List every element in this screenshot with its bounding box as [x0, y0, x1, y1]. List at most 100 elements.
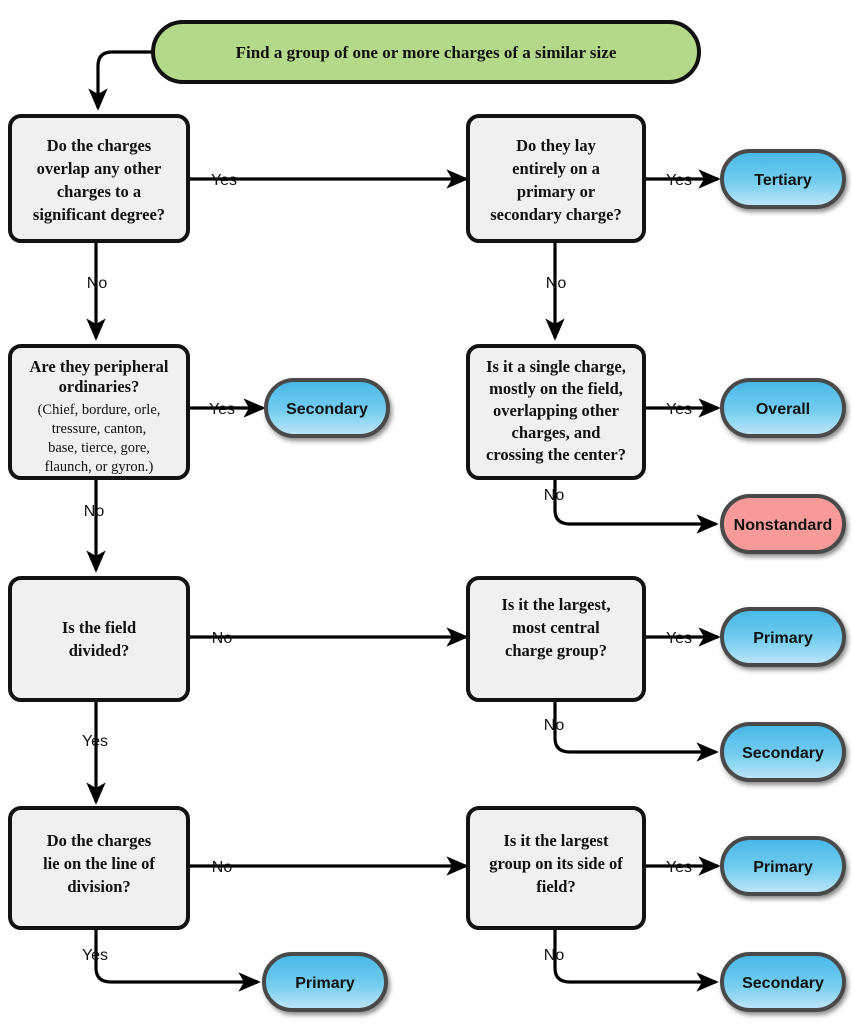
node-decision-d4[interactable]: Is it a single charge, mostly on the fie… [466, 344, 646, 480]
edge-d4-no-to-t4 [553, 478, 719, 534]
edge-label-d1-no: No [87, 275, 108, 292]
node-decision-d5[interactable]: Is the field divided? [8, 576, 190, 702]
edge-label-d3-yes: Yes [209, 401, 235, 418]
d2-shape [466, 114, 646, 243]
t1-shape [720, 149, 846, 209]
node-decision-d3[interactable]: Are they peripheral ordinaries? (Chief, … [8, 344, 190, 480]
d1-line-1: Do the charges [47, 136, 152, 155]
d1-line-2: overlap any other [37, 159, 162, 178]
node-decision-d8[interactable]: Is it the largest group on its side of f… [466, 806, 646, 930]
t8-label: Primary [295, 975, 355, 992]
t5-shape [720, 607, 846, 667]
t8-shape [262, 952, 388, 1012]
edge-start-to-d1 [88, 50, 153, 111]
edge-d7-yes-to-t8 [94, 928, 261, 992]
d3-sub-4: flaunch, or gyron.) [45, 459, 154, 475]
d6-line-1: Is it the largest, [501, 595, 610, 614]
d6-line-3: charge group? [505, 641, 607, 660]
d3-line-1: Are they peripheral [29, 357, 168, 376]
start-node-label: Find a group of one or more charges of a… [236, 43, 617, 62]
edge-label-d6-yes: Yes [666, 630, 692, 647]
d5-shape [8, 576, 190, 702]
node-terminal-t1[interactable]: Tertiary [720, 149, 846, 209]
t7-label: Primary [753, 859, 813, 876]
node-terminal-t4[interactable]: Nonstandard [720, 494, 846, 554]
d3-sub-3: base, tierce, gore, [48, 440, 150, 456]
edge-label-d8-yes: Yes [666, 859, 692, 876]
d3-shape [8, 344, 190, 480]
d4-shape [466, 344, 646, 480]
edge-d8-no-to-t9 [553, 928, 719, 992]
t1-label: Tertiary [754, 172, 812, 189]
t2-label: Secondary [286, 401, 368, 418]
node-terminal-t2[interactable]: Secondary [264, 378, 390, 438]
t7-shape [720, 836, 846, 896]
edge-label-d8-no: No [544, 947, 565, 964]
d8-line-1: Is it the largest [504, 831, 609, 850]
edge-label-d5-yes: Yes [82, 733, 108, 750]
t3-label: Overall [756, 401, 810, 418]
edge-d6-no-to-t6 [553, 700, 719, 762]
t5-label: Primary [753, 630, 813, 647]
d4-line-5: crossing the center? [486, 445, 626, 464]
d8-shape [466, 806, 646, 930]
edge-label-d7-no: No [212, 859, 233, 876]
t6-shape [720, 722, 846, 782]
node-decision-d1[interactable]: Do the charges overlap any other charges… [8, 114, 190, 243]
node-terminal-t7[interactable]: Primary [720, 836, 846, 896]
edge-label-d2-no: No [546, 275, 567, 292]
d1-line-4: significant degree? [33, 205, 165, 224]
edge-label-d7-yes: Yes [82, 947, 108, 964]
edge-label-d4-yes: Yes [666, 401, 692, 418]
node-decision-d2[interactable]: Do they lay entirely on a primary or sec… [466, 114, 646, 243]
d1-line-3: charges to a [57, 182, 141, 201]
d2-line-4: secondary charge? [490, 205, 622, 224]
d5-line-1: Is the field [62, 618, 136, 637]
edge-label-d1-yes: Yes [211, 172, 237, 189]
edge-label-d3-no: No [84, 503, 105, 520]
node-terminal-t6[interactable]: Secondary [720, 722, 846, 782]
d8-line-3: field? [536, 877, 575, 896]
t2-shape [264, 378, 390, 438]
d7-shape [8, 806, 190, 930]
d3-line-2: ordinaries? [59, 377, 140, 396]
edge-label-d5-no: No [212, 630, 233, 647]
node-start[interactable]: Find a group of one or more charges of a… [151, 20, 701, 84]
connectors [86, 50, 721, 992]
d5-line-2: divided? [69, 641, 130, 660]
d2-line-2: entirely on a [512, 159, 600, 178]
t9-label: Secondary [742, 975, 824, 992]
d4-line-1: Is it a single charge, [486, 357, 626, 376]
d4-line-4: charges, and [512, 423, 601, 442]
d7-line-3: division? [67, 877, 130, 896]
node-terminal-t5[interactable]: Primary [720, 607, 846, 667]
d6-shape [466, 576, 646, 702]
d2-line-1: Do they lay [516, 136, 596, 155]
d3-sub-1: (Chief, bordure, orle, [38, 402, 161, 418]
t4-shape [720, 494, 846, 554]
node-decision-d7[interactable]: Do the charges lie on the line of divisi… [8, 806, 190, 930]
edge-label-d2-yes: Yes [666, 172, 692, 189]
d2-line-3: primary or [517, 182, 595, 201]
d3-sub-2: tressure, canton, [52, 421, 147, 437]
node-decision-d6[interactable]: Is it the largest, most central charge g… [466, 576, 646, 702]
t4-label: Nonstandard [734, 517, 833, 534]
d4-line-3: overlapping other [493, 401, 619, 420]
d4-line-2: mostly on the field, [489, 379, 623, 398]
d7-line-1: Do the charges [47, 831, 152, 850]
d6-line-2: most central [512, 618, 600, 637]
d8-line-2: group on its side of [489, 854, 623, 873]
edge-label-d6-no: No [544, 717, 565, 734]
d7-line-2: lie on the line of [43, 854, 155, 873]
edge-labels: Yes No Yes No Yes No Yes No No Yes Yes N… [82, 172, 692, 964]
node-terminal-t8[interactable]: Primary [262, 952, 388, 1012]
start-node-shape [151, 20, 701, 84]
node-terminal-t3[interactable]: Overall [720, 378, 846, 438]
node-terminal-t9[interactable]: Secondary [720, 952, 846, 1012]
d1-shape [8, 114, 190, 243]
t3-shape [720, 378, 846, 438]
edge-label-d4-no: No [544, 487, 565, 504]
t9-shape [720, 952, 846, 1012]
